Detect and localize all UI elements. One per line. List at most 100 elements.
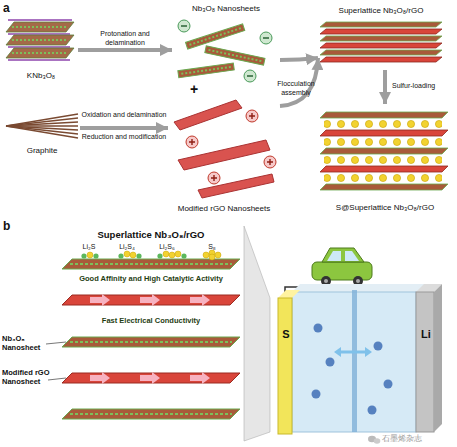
nanosheets-art-part xyxy=(178,63,234,78)
superlattice-stack-art-part xyxy=(87,252,93,258)
node-label: Superlattice Nb₃O₈/rGO xyxy=(318,6,444,16)
superlattice-stack-art-part xyxy=(175,251,181,257)
superlattice-stack-art-part xyxy=(118,253,123,258)
nanosheets-art-part xyxy=(244,70,256,82)
plus-sign: + xyxy=(190,82,198,98)
process-label: Reduction and modification xyxy=(80,133,168,142)
layered-crystal-part xyxy=(12,39,68,41)
sulfur-superlattice-art-part xyxy=(320,166,448,172)
battery-art xyxy=(278,248,442,434)
graphite-node: Graphite xyxy=(4,108,80,158)
nanosheets-art-part-part xyxy=(178,63,234,78)
node-label: Graphite xyxy=(4,146,80,156)
rgo-sheets-art-part xyxy=(211,175,217,181)
superlattice-stack-art-part xyxy=(62,295,240,305)
rgo-sheets-art-part xyxy=(174,100,242,130)
superlattice-stack-art-part xyxy=(169,252,175,258)
superlattice-stack-art-part xyxy=(93,253,98,258)
rgo-sheets-art-part xyxy=(267,159,273,165)
superlattice-stack-art-part xyxy=(70,263,232,265)
battery-art-part xyxy=(334,347,341,357)
superlattice-stack-art-part xyxy=(140,372,160,384)
layered-crystal-part xyxy=(6,35,74,45)
sulfur-superlattice-art-part xyxy=(320,130,448,136)
layer-label: Nb₃O₈ Nanosheet xyxy=(2,334,48,352)
battery-art-part xyxy=(374,342,383,351)
panel-letter: a xyxy=(3,2,10,16)
superlattice-stack-art-part xyxy=(190,372,210,384)
node-label: S xyxy=(278,328,294,341)
superlattice-art-part xyxy=(320,57,442,62)
graphite-art-part xyxy=(6,122,78,126)
rgo-sheets-art-part xyxy=(208,172,220,184)
nanosheets-art-part-part xyxy=(208,50,261,61)
battery-art-part xyxy=(338,351,368,354)
battery-art-part xyxy=(345,251,359,261)
battery-art-part xyxy=(322,248,364,262)
superlattice-stack-art-part xyxy=(190,294,210,306)
superlattice-stack-art-part xyxy=(90,372,110,384)
superlattice-stack-art-part xyxy=(81,253,86,258)
node-label: Superlattice Nb₃O₈/rGO xyxy=(58,229,244,240)
superlattice-stack-art-part xyxy=(70,341,232,343)
rgo-sheets-art-part xyxy=(189,139,195,145)
watermark: 石墨烯杂志 xyxy=(382,434,422,444)
superlattice-stack-art-part xyxy=(124,251,130,257)
nanosheets-art-part xyxy=(181,25,187,26)
superlattice-stack-art-part xyxy=(62,373,240,383)
rgo-sheets-art-part xyxy=(264,156,276,168)
species-label: Li₂S₆ xyxy=(153,243,181,252)
superlattice-stack-art-part xyxy=(215,252,221,258)
layered-crystal-part xyxy=(12,26,68,28)
layered-crystal-part xyxy=(8,19,72,21)
rgo-sheets-art-part xyxy=(178,140,270,170)
graphite-art xyxy=(6,114,78,138)
superlattice-stack-art-part xyxy=(62,337,240,347)
node-label: Li xyxy=(416,328,436,341)
node-label: Good Affinity and High Catalytic Activit… xyxy=(58,274,244,283)
superlattice-panel: Superlattice Nb₃O₈/rGO Good Affinity and … xyxy=(58,226,244,441)
battery-node: S Li xyxy=(270,258,448,440)
battery-art-part xyxy=(324,279,328,283)
battery-art-part xyxy=(352,290,357,432)
superlattice-stack-art-part xyxy=(90,294,110,306)
species-label: Li₂S xyxy=(76,243,102,252)
superlattice-stack-art-part xyxy=(181,253,186,258)
layered-crystal-part xyxy=(6,22,74,32)
nanosheets-art-part xyxy=(263,37,269,38)
nanosheets-art-part xyxy=(260,32,272,44)
superlattice-stack-art-part xyxy=(46,342,66,344)
graphite-art-part xyxy=(6,126,78,138)
superlattice-stack-art-part xyxy=(163,251,169,257)
edge-label: Flocculation assembly xyxy=(274,80,318,97)
sulfur-superlattice-art-part xyxy=(320,112,448,118)
nanosheet-node: Nb₃O₈ Nanosheets xyxy=(172,4,280,84)
edge-label: Sulfur-loading xyxy=(392,82,452,91)
sulfur-superlattice-art-part xyxy=(320,184,448,190)
superlattice-art-part xyxy=(320,43,442,48)
rgo-sheets-art xyxy=(174,100,276,198)
battery-art-part xyxy=(326,358,335,367)
process-arrow xyxy=(383,70,387,104)
layered-crystal xyxy=(6,20,74,60)
process-arrow xyxy=(78,48,172,52)
battery-art-part xyxy=(278,298,292,434)
superlattice-stack-art-part xyxy=(140,294,160,306)
assembly-arrow xyxy=(280,58,318,60)
superlattice-stack-art-part xyxy=(62,259,240,269)
rgo-sheets-art-part xyxy=(186,136,198,148)
nanosheets-art-part xyxy=(247,75,253,76)
battery-art-part xyxy=(314,324,323,333)
graphite-art-part xyxy=(6,118,78,126)
rgo-node: Modified rGO Nanosheets xyxy=(168,98,280,216)
edge-label: Protonation and delamination xyxy=(80,30,170,47)
species-label: S₈ xyxy=(200,243,224,252)
superlattice-art-part xyxy=(320,50,442,55)
battery-art-part xyxy=(356,279,360,283)
battery-art-part xyxy=(434,284,442,432)
rgo-sheets-art-part xyxy=(249,113,255,119)
watermark-icon-part xyxy=(374,438,381,444)
